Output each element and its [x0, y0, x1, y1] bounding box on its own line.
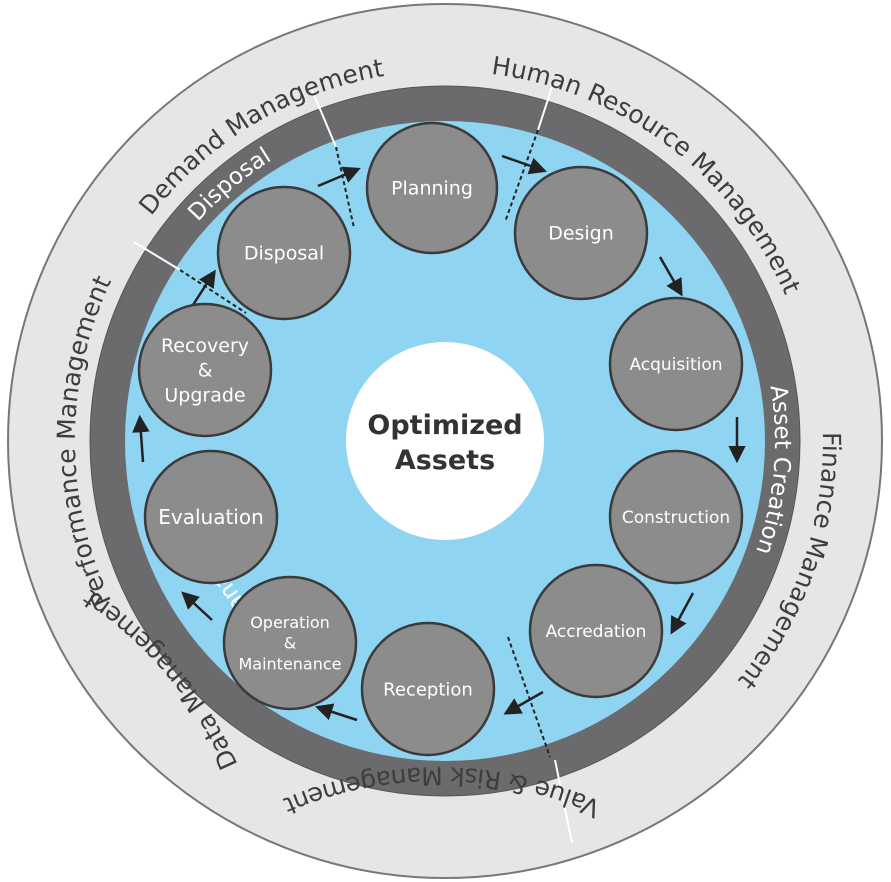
stage-planning-label: Planning [391, 178, 473, 200]
stage-planning: Planning [365, 121, 499, 255]
stage-operation-label: & [284, 634, 296, 653]
stage-planning-circle [365, 121, 499, 255]
stage-design: Design [513, 165, 649, 301]
stage-acquisition: Acquisition [608, 296, 744, 432]
stage-acquisition-circle [608, 296, 744, 432]
stage-construction-circle [608, 449, 744, 585]
center-label-line2: Assets [395, 445, 495, 476]
stage-operation-circle [222, 575, 358, 711]
stage-design-circle [513, 165, 649, 301]
stage-recovery: Recovery &Upgrade [137, 302, 273, 438]
center-circle [346, 342, 544, 540]
stage-reception-label: Reception [383, 679, 473, 700]
phase-dividers [179, 129, 551, 758]
center-label-line1: Optimized [367, 410, 522, 441]
flow-arrow [503, 690, 544, 715]
outer-dividers [133, 83, 573, 844]
stage-disposal-circle [216, 185, 352, 321]
flow-arrow [501, 154, 547, 175]
stage-operation: Operation &Maintenance [222, 575, 358, 711]
flow-arrow [670, 592, 695, 635]
stage-recovery-label: & [198, 360, 213, 382]
stage-disposal: Disposal [216, 185, 352, 321]
stage-evaluation-circle [143, 449, 279, 585]
flow-arrow [181, 591, 213, 621]
flow-arrow [658, 256, 683, 297]
flow-arrows [132, 154, 746, 722]
stage-reception: Reception [360, 621, 496, 757]
stage-recovery-circle [137, 302, 273, 438]
stage-operation-label: Operation [250, 613, 330, 632]
stage-reception-circle [360, 621, 496, 757]
stage-evaluation-label: Evaluation [158, 505, 264, 529]
stage-acquisition-label: Acquisition [629, 355, 722, 375]
stage-recovery-label: Upgrade [164, 384, 245, 406]
stage-disposal-label: Disposal [244, 243, 324, 265]
flow-arrow [189, 269, 216, 309]
stage-construction-label: Construction [622, 508, 730, 528]
stage-accredation-circle [528, 563, 664, 699]
flow-arrow [132, 414, 150, 463]
stage-recovery-label: Recovery [161, 335, 249, 357]
stage-design-label: Design [548, 223, 614, 245]
stage-construction: Construction [608, 449, 744, 585]
stage-evaluation: Evaluation [143, 449, 279, 585]
flow-arrow [315, 703, 358, 722]
flow-arrow [317, 166, 361, 188]
lifecycle-stages: PlanningDesignAcquisitionConstructionAcc… [137, 121, 744, 757]
stage-operation-label: Maintenance [238, 654, 341, 673]
stage-accredation-label: Accredation [546, 622, 647, 642]
stage-accredation: Accredation [528, 563, 664, 699]
